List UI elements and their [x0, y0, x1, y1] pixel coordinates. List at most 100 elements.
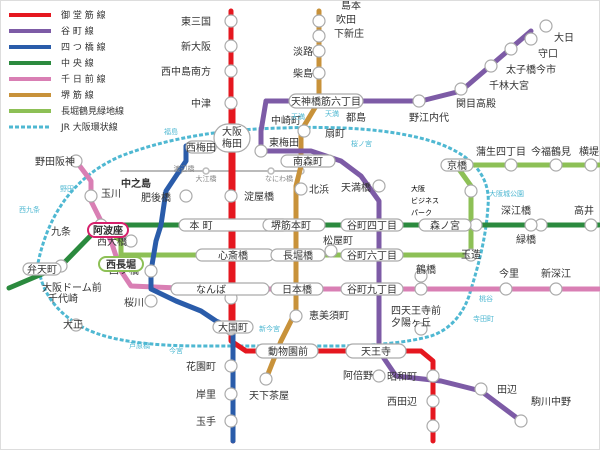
station-name-label: 京橋	[447, 159, 467, 172]
station-marker[interactable]	[224, 64, 238, 78]
station-marker[interactable]	[504, 42, 518, 56]
station-marker[interactable]	[224, 39, 238, 53]
station-marker[interactable]	[224, 14, 238, 28]
interchange-tennoji[interactable]	[345, 343, 407, 359]
station-marker[interactable]	[499, 282, 513, 296]
station-marker[interactable]	[69, 318, 83, 332]
legend-label: 谷 町 線	[61, 25, 94, 37]
station-marker[interactable]	[372, 369, 386, 383]
station-name-label: 花園町	[186, 360, 216, 373]
station-marker[interactable]	[224, 359, 238, 373]
station-marker[interactable]	[504, 158, 518, 172]
legend-label: 御 堂 筋 線	[61, 9, 106, 21]
station-marker[interactable]	[584, 218, 598, 232]
station-marker[interactable]	[426, 419, 440, 433]
station-marker[interactable]	[84, 189, 98, 203]
station-marker[interactable]	[412, 94, 426, 108]
station-marker[interactable]	[312, 44, 326, 58]
interchange-sakaisujihommachi[interactable]	[262, 218, 326, 232]
interchange-daikokucho[interactable]	[212, 320, 254, 334]
station-marker[interactable]	[474, 382, 488, 396]
interchange-umeda[interactable]	[213, 123, 251, 153]
station-name-label: 柴島	[293, 67, 313, 80]
station-marker[interactable]	[514, 414, 528, 428]
interchange-dobutsuenmae[interactable]	[255, 343, 319, 359]
yotsubashi-line	[148, 143, 236, 331]
sakaisuji-line	[263, 8, 322, 382]
station-marker[interactable]	[254, 144, 268, 158]
interchange-minamimorimachi[interactable]	[280, 154, 336, 168]
station-marker[interactable]	[414, 322, 428, 336]
interchange-bentencho[interactable]	[22, 262, 62, 276]
station-name-label: 桜ノ宮	[351, 139, 372, 148]
station-name-label: 緑橋	[516, 233, 536, 246]
interchange-nipponbashi[interactable]	[270, 282, 324, 296]
station-marker[interactable]	[144, 264, 158, 278]
station-marker[interactable]	[224, 387, 238, 401]
jr-loop-line	[36, 125, 490, 348]
station-name-label: 恵美須町	[309, 309, 349, 322]
station-name-label: 千林大宮	[489, 79, 529, 92]
station-marker[interactable]	[312, 66, 326, 80]
station-marker[interactable]	[484, 59, 498, 73]
station-marker[interactable]	[414, 269, 428, 283]
station-name-label: 福島	[164, 127, 178, 136]
keihan-station-dot	[267, 167, 275, 175]
station-marker[interactable]	[372, 179, 386, 193]
station-marker[interactable]	[124, 234, 138, 248]
station-name-label: 西大橋	[97, 235, 127, 248]
station-marker[interactable]	[312, 14, 326, 28]
station-marker[interactable]	[289, 309, 303, 323]
interchange-kyobashi[interactable]	[440, 158, 474, 172]
station-marker[interactable]	[549, 158, 563, 172]
station-name-label: 大国町	[218, 321, 248, 334]
station-marker[interactable]	[454, 82, 468, 96]
interchange-tanimachi4[interactable]	[340, 218, 404, 232]
legend-label: JR 大阪環状線	[60, 121, 118, 133]
station-marker[interactable]	[69, 154, 83, 168]
station-marker[interactable]	[144, 294, 158, 308]
interchange-tanimachi9[interactable]	[340, 282, 404, 296]
station-marker[interactable]	[224, 96, 238, 110]
station-name-label: 新深江	[541, 267, 571, 280]
station-name-label: 駒川中野	[531, 395, 571, 408]
station-name-label: 北浜	[309, 184, 329, 196]
station-marker[interactable]	[414, 282, 428, 296]
station-marker[interactable]	[469, 218, 483, 232]
station-name-label: 中崎町	[271, 114, 301, 127]
station-marker[interactable]	[584, 158, 598, 172]
interchange-namba[interactable]	[170, 282, 270, 296]
station-marker[interactable]	[224, 189, 238, 203]
station-name-label: 関目高殿	[456, 97, 496, 110]
station-marker[interactable]	[524, 32, 538, 46]
station-marker[interactable]	[297, 124, 311, 138]
interchange-tanimachi6[interactable]	[340, 248, 404, 262]
station-marker[interactable]	[539, 19, 553, 33]
station-marker[interactable]	[549, 282, 563, 296]
station-marker[interactable]	[259, 372, 273, 386]
legend-label: 中 央 線	[61, 57, 94, 69]
station-marker[interactable]	[426, 394, 440, 408]
interchange-morinomiya[interactable]	[418, 218, 472, 232]
station-name-label: 弁天町	[27, 263, 57, 276]
station-name-label: 吹田	[336, 13, 356, 26]
interchange-tenroku[interactable]	[288, 93, 364, 109]
highlight-station-label: 中之島	[121, 177, 151, 190]
station-marker[interactable]	[224, 414, 238, 428]
station-marker[interactable]	[294, 182, 308, 196]
interchange-nagahoribashi[interactable]	[270, 248, 326, 262]
station-marker[interactable]	[464, 184, 478, 198]
station-name-label: 堺筋本町	[271, 219, 311, 232]
station-marker[interactable]	[324, 244, 338, 258]
station-marker[interactable]	[312, 29, 326, 43]
station-marker[interactable]	[426, 369, 440, 383]
interchange-nishiumeda[interactable]	[185, 140, 217, 154]
station-name-label: 寺田町	[473, 315, 494, 323]
station-marker[interactable]	[464, 248, 478, 262]
station-marker[interactable]	[524, 218, 538, 232]
station-marker[interactable]	[179, 189, 193, 203]
station-name-label: 阿倍野	[343, 369, 373, 382]
station-name-label: 玉造	[461, 248, 481, 261]
station-name-label: 松屋町	[323, 234, 353, 247]
